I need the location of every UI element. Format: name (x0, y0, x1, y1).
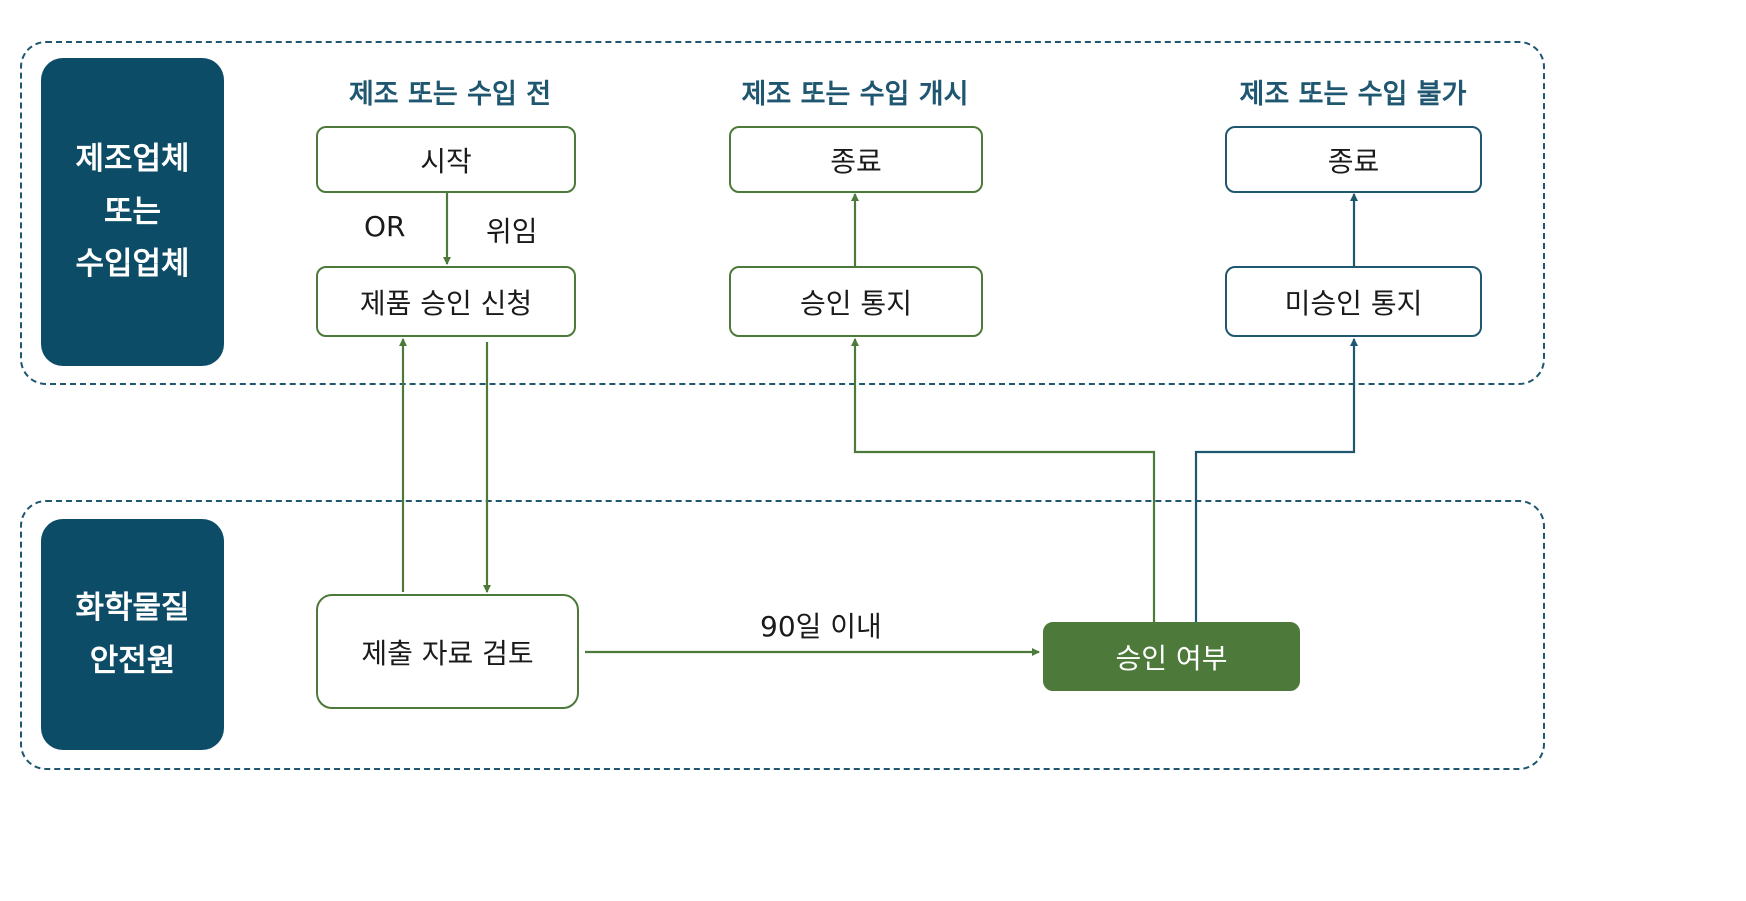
notify-denied-node: 미승인 통지 (1225, 266, 1482, 337)
heading-start: 제조 또는 수입 개시 (741, 79, 969, 110)
end-denied-node: 종료 (1225, 126, 1482, 193)
start-node: 시작 (316, 126, 576, 193)
deadline-label: 90일 이내 (760, 610, 882, 643)
or-label: OR (364, 210, 406, 243)
arrow-decision-to-denied (1194, 338, 1358, 622)
end-approved-node: 종료 (729, 126, 983, 193)
apply-node: 제품 승인 신청 (316, 266, 576, 337)
arrow-decision-to-approved (851, 338, 1156, 622)
agency-lane (20, 500, 1545, 770)
heading-before: 제조 또는 수입 전 (348, 79, 552, 110)
agency-lane-label: 화학물질 안전원 (41, 519, 224, 750)
review-node: 제출 자료 검토 (316, 594, 579, 709)
manufacturer-lane (20, 41, 1545, 385)
heading-denied: 제조 또는 수입 불가 (1239, 79, 1467, 110)
decision-node: 승인 여부 (1043, 622, 1300, 691)
notify-approved-node: 승인 통지 (729, 266, 983, 337)
delegate-label: 위임 (486, 215, 538, 248)
manufacturer-lane-label: 제조업체 또는 수입업체 (41, 58, 224, 366)
